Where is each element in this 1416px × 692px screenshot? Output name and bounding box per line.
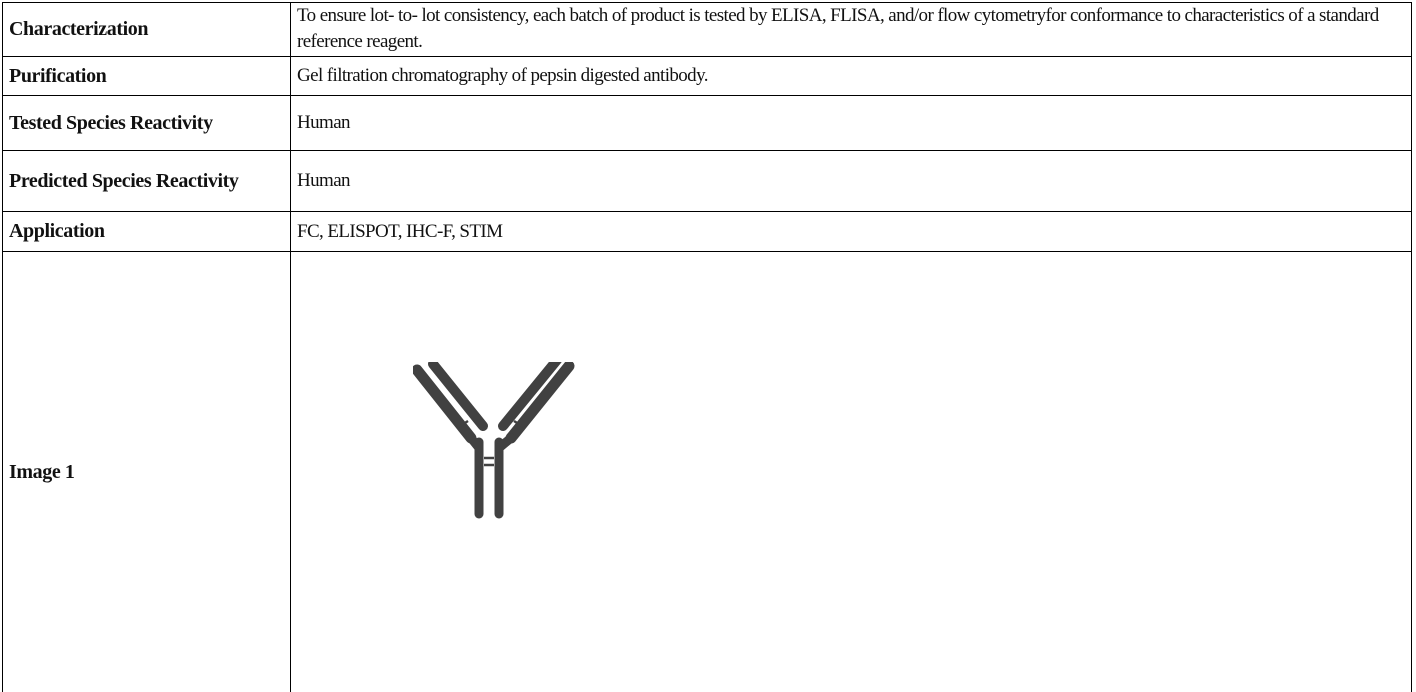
spec-label-characterization: Characterization bbox=[3, 3, 291, 57]
spec-value-application: FC, ELISPOT, IHC-F, STIM bbox=[291, 212, 1412, 252]
spec-value-tested-species: Human bbox=[291, 96, 1412, 151]
spec-row-image-1: Image 1 bbox=[3, 252, 1412, 692]
spec-row-characterization: Characterization To ensure lot- to- lot … bbox=[3, 3, 1412, 57]
spec-label-image-1: Image 1 bbox=[3, 252, 291, 692]
spec-row-purification: Purification Gel filtration chromatograp… bbox=[3, 57, 1412, 96]
spec-label-purification: Purification bbox=[3, 57, 291, 96]
spec-row-application: Application FC, ELISPOT, IHC-F, STIM bbox=[3, 212, 1412, 252]
spec-row-predicted-species: Predicted Species Reactivity Human bbox=[3, 151, 1412, 212]
spec-value-characterization: To ensure lot- to- lot consistency, each… bbox=[291, 3, 1412, 57]
spec-label-predicted-species: Predicted Species Reactivity bbox=[3, 151, 291, 212]
spec-row-tested-species: Tested Species Reactivity Human bbox=[3, 96, 1412, 151]
spec-label-application: Application bbox=[3, 212, 291, 252]
antibody-icon bbox=[413, 362, 593, 522]
spec-label-tested-species: Tested Species Reactivity bbox=[3, 96, 291, 151]
spec-value-purification: Gel filtration chromatography of pepsin … bbox=[291, 57, 1412, 96]
spec-image-cell bbox=[291, 252, 1412, 692]
spec-value-predicted-species: Human bbox=[291, 151, 1412, 212]
